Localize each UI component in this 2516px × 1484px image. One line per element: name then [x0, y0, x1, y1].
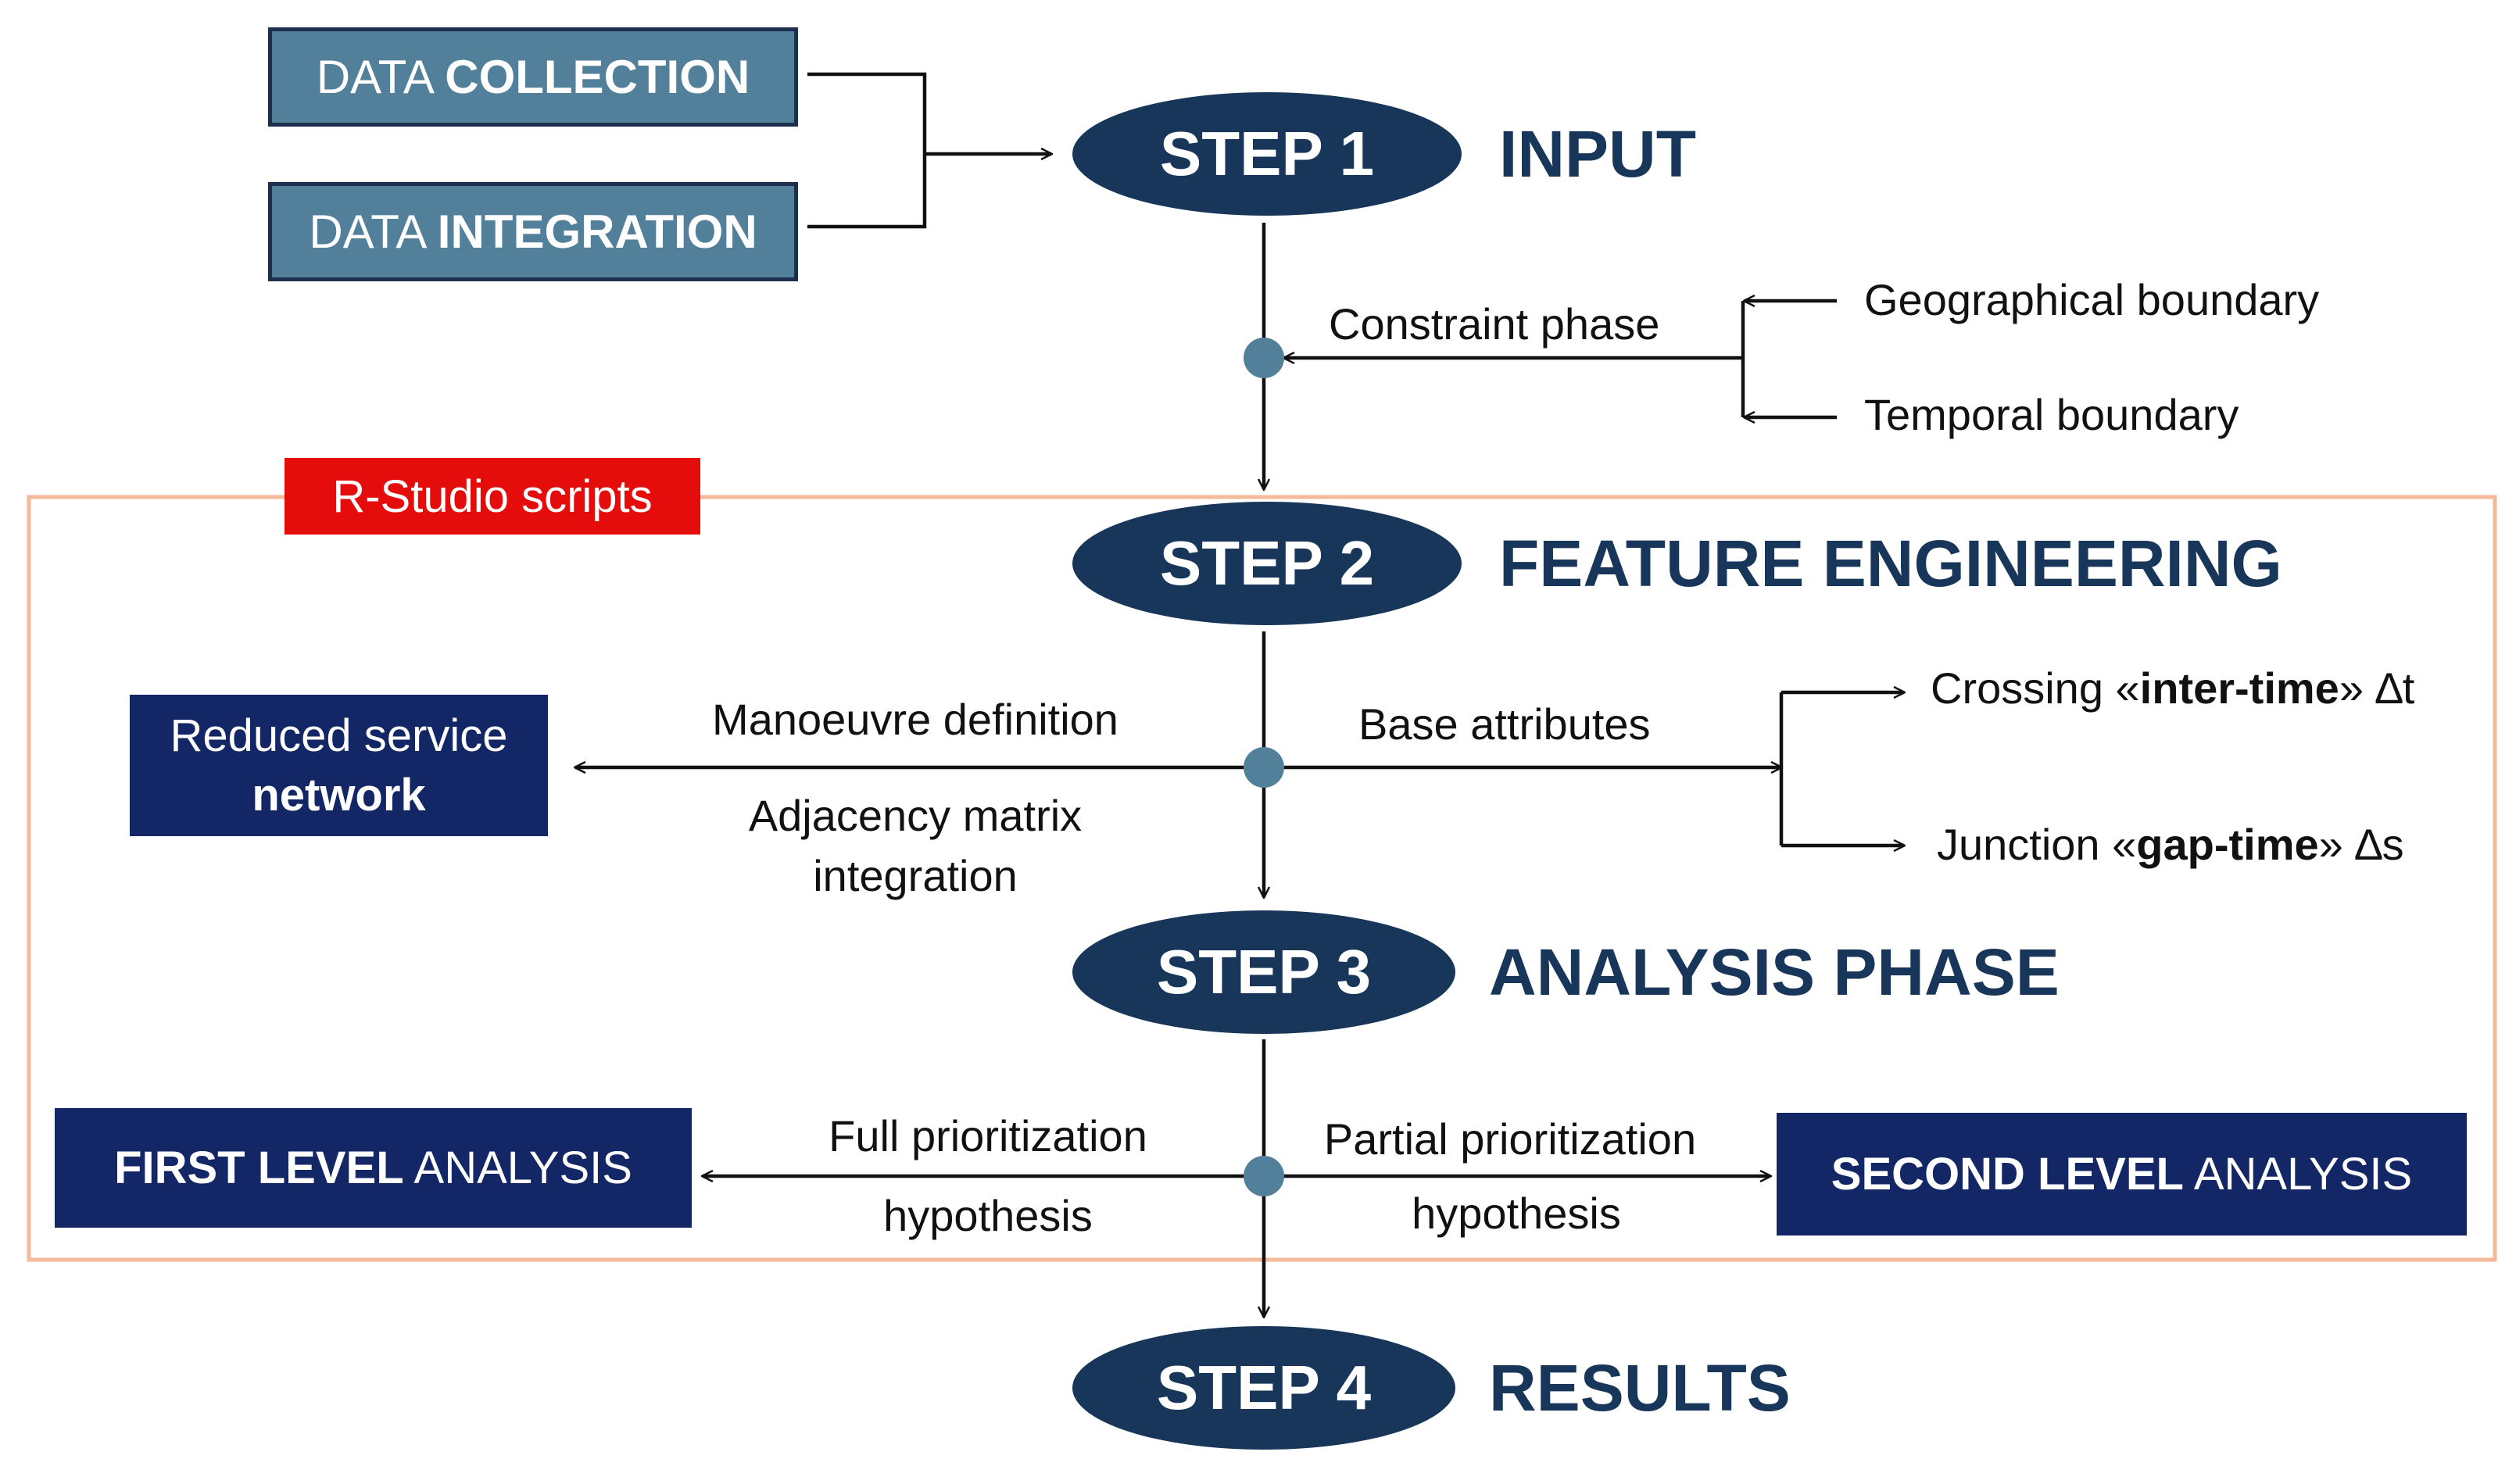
analysis-node [1244, 1156, 1284, 1196]
constraint-phase-label: Constraint phase [1329, 299, 1660, 349]
crossing-inter-time-label: Crossing «inter-time» ∆t [1931, 667, 2414, 710]
crossing-prefix: Crossing « [1931, 663, 2140, 713]
full-hypothesis-label: hypothesis [883, 1191, 1093, 1240]
data-integration-box: DATA INTEGRATION [268, 182, 798, 281]
data-collection-prefix: DATA [316, 50, 446, 103]
reduced-service-line2: network [252, 769, 426, 821]
first-level-analysis-box: FIRST LEVEL ANALYSIS [55, 1108, 692, 1228]
feature-node [1244, 747, 1284, 788]
step-1-ellipse: STEP 1 [1072, 92, 1462, 216]
rstudio-scripts-tag: R-Studio scripts [285, 458, 700, 535]
step-3-title: ANALYSIS PHASE [1489, 935, 2060, 1009]
data-collection-box: DATA COLLECTION [268, 27, 798, 127]
junction-gap-time-label: Junction «gap-time» ∆s [1937, 823, 2404, 867]
partial-hypothesis-label: hypothesis [1412, 1189, 1621, 1238]
step-4-label: STEP 4 [1156, 1353, 1372, 1422]
step-3-ellipse: STEP 3 [1072, 910, 1455, 1034]
adjacency-integration-label: integration [813, 851, 1018, 900]
step-1-title: INPUT [1499, 117, 1696, 191]
partial-prioritization-label: Partial prioritization [1323, 1114, 1697, 1164]
rstudio-scripts-label: R-Studio scripts [332, 470, 653, 522]
second-level-analysis-box: SECOND LEVEL ANALYSIS [1777, 1113, 2467, 1235]
reduced-service-network-box: Reduced service network [130, 695, 548, 836]
second-level-rest: ANALYSIS [2183, 1148, 2413, 1200]
crossing-strong: inter-time [2139, 663, 2339, 713]
manoeuvre-definition-label: Manoeuvre definition [712, 695, 1118, 744]
data-integration-prefix: DATA [309, 205, 438, 258]
geographical-boundary-label: Geographical boundary [1864, 275, 2320, 324]
step-2-ellipse: STEP 2 [1072, 502, 1462, 625]
second-level-strong: SECOND LEVEL [1831, 1148, 2184, 1200]
step-2-label: STEP 2 [1159, 528, 1375, 598]
input-bracket [807, 72, 927, 229]
data-collection-strong: COLLECTION [445, 50, 750, 103]
first-level-strong: FIRST LEVEL [114, 1142, 404, 1193]
step-2-title: FEATURE ENGINEERING [1499, 527, 2282, 600]
temporal-boundary-label: Temporal boundary [1864, 390, 2239, 439]
data-integration-strong: INTEGRATION [437, 205, 757, 258]
junction-suffix: » ∆s [2318, 820, 2404, 869]
first-level-rest: ANALYSIS [403, 1142, 632, 1193]
junction-prefix: Junction « [1937, 820, 2137, 869]
junction-strong: gap-time [2136, 820, 2319, 869]
step-4-title: RESULTS [1489, 1351, 1791, 1425]
base-attributes-label: Base attributes [1358, 699, 1651, 749]
step-1-label: STEP 1 [1159, 119, 1375, 188]
step-4-ellipse: STEP 4 [1072, 1326, 1455, 1450]
rstudio-frame [27, 495, 2497, 1262]
reduced-service-line1: Reduced service [170, 710, 508, 762]
full-prioritization-label: Full prioritization [829, 1111, 1147, 1160]
crossing-suffix: » ∆t [2339, 663, 2415, 713]
step-3-label: STEP 3 [1156, 937, 1372, 1007]
adjacency-matrix-label: Adjacency matrix [748, 791, 1083, 840]
constraint-node [1244, 338, 1284, 378]
